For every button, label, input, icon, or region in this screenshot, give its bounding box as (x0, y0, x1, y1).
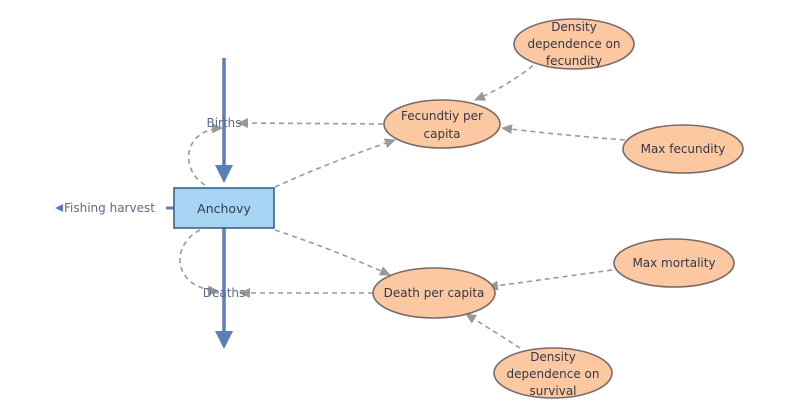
variable-density-dependence-fecundity[interactable]: Density dependence on fecundity (513, 18, 635, 70)
fishing-harvest-label[interactable]: Fishing harvest (64, 201, 155, 215)
variable-fecundity-per-capita-line-2: capita (424, 127, 461, 141)
link-density-fecundity-to-fecundity (474, 59, 541, 101)
link-max-mortality-to-death (487, 269, 613, 291)
link-anchovy-to-births (187, 123, 223, 186)
births-flow-label[interactable]: Births (206, 116, 241, 130)
link-anchovy-to-death (274, 229, 391, 276)
variable-fecundity-per-capita[interactable]: Fecundtiy per capita (383, 99, 501, 149)
link-max-fecundity-to-fecundity (501, 124, 626, 141)
deaths-flow-label[interactable]: Deaths (203, 286, 246, 300)
variable-density-dependence-survival-line-2: dependence on (507, 367, 600, 381)
variable-density-dependence-fecundity-line-3: fecundity (546, 54, 602, 68)
fishing-harvest-arrowhead (55, 204, 63, 212)
variable-death-per-capita-label: Death per capita (384, 286, 485, 300)
anchovy-stock-label: Anchovy (197, 201, 251, 216)
variable-max-mortality-label: Max mortality (632, 256, 715, 270)
variable-max-fecundity[interactable]: Max fecundity (622, 124, 744, 174)
variable-density-dependence-survival[interactable]: Density dependence on survival (493, 347, 613, 399)
variable-max-fecundity-label: Max fecundity (641, 142, 726, 156)
variable-density-dependence-survival-line-3: survival (529, 384, 576, 398)
link-anchovy-to-fecundity (274, 138, 396, 188)
variable-density-dependence-fecundity-line-2: dependence on (528, 37, 621, 51)
link-fecundity-to-births (237, 118, 384, 129)
variable-density-dependence-fecundity-line-1: Density (551, 20, 597, 34)
variable-density-dependence-survival-line-1: Density (530, 350, 576, 364)
link-anchovy-to-deaths (179, 229, 219, 296)
links (179, 59, 626, 349)
variable-max-mortality[interactable]: Max mortality (613, 238, 735, 288)
link-density-survival-to-death (465, 313, 521, 349)
variable-fecundity-per-capita-line-1: Fecundtiy per (401, 109, 483, 123)
variable-death-per-capita[interactable]: Death per capita (372, 267, 496, 319)
flows (55, 58, 233, 349)
anchovy-stock[interactable]: Anchovy (173, 187, 275, 229)
